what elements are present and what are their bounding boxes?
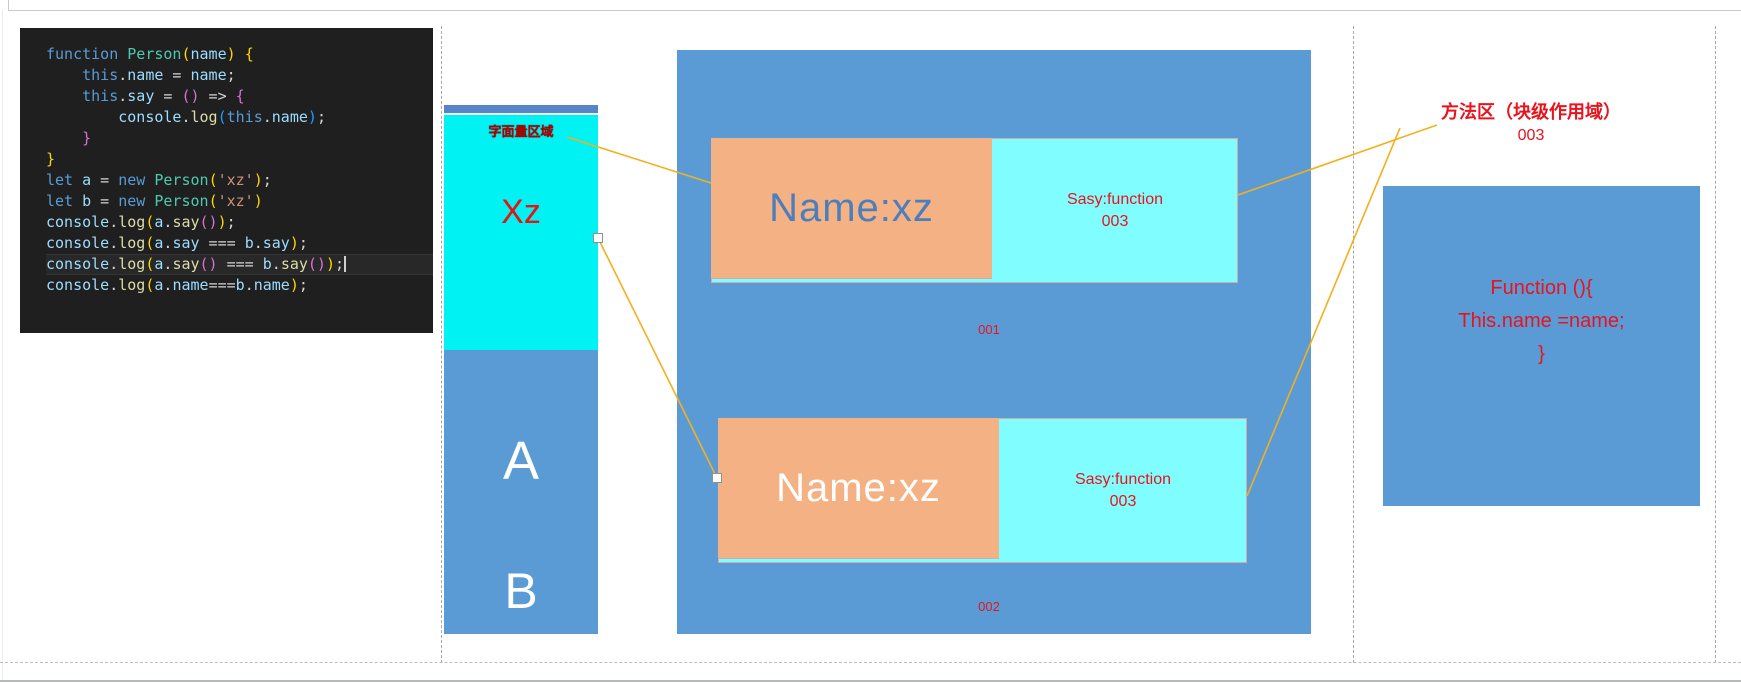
literal-area-body: 字面量区域 Xz	[444, 115, 598, 350]
code-line: console.log(a.say === b.say);	[46, 234, 308, 252]
code-line: let b = new Person('xz')	[46, 192, 263, 210]
literal-area-title-strip	[444, 105, 598, 115]
canvas-left-border	[2, 10, 3, 681]
object1-name-label: Name:xz	[769, 185, 934, 230]
function-definition-shape[interactable]: Function (){ This.name =name; }	[1383, 186, 1700, 506]
code-lines: function Person(name) { this.name = name…	[20, 28, 433, 296]
function-body-line3: }	[1538, 343, 1545, 365]
function-body-line2: This.name =name;	[1458, 310, 1625, 332]
literal-area-shape[interactable]: 字面量区域 Xz A B	[444, 105, 598, 634]
code-line: }	[46, 150, 56, 168]
canvas-corner-tick	[8, 0, 9, 10]
object1-say-text: Sasy:function	[1066, 190, 1164, 208]
code-snippet-panel[interactable]: function Person(name) { this.name = name…	[20, 28, 433, 333]
code-line: console.log(a.name===b.name);	[46, 276, 308, 294]
heap-area-shape[interactable]: Name:xz Sasy:function 003 001 Name:xz Sa…	[677, 50, 1311, 634]
code-line: console.log(this.name);	[118, 108, 326, 126]
page-guide-vertical-2	[1353, 26, 1354, 663]
variables-body: A B	[444, 350, 598, 634]
object2-name-box[interactable]: Name:xz	[718, 418, 999, 559]
code-line: this.say = () => {	[82, 87, 245, 105]
code-line: }	[82, 129, 92, 147]
object1-say-id: 003	[1101, 212, 1129, 230]
object1-tag: 001	[978, 322, 1000, 337]
object1-say-label: Sasy:function 003	[992, 138, 1238, 283]
function-body-line1: Function (){	[1490, 277, 1593, 299]
canvas-bottom-border	[0, 680, 1741, 682]
code-line: console.log(a.say());	[46, 213, 236, 231]
object2-say-id: 003	[1109, 492, 1137, 510]
page-guide-vertical-3	[1715, 26, 1716, 663]
code-line: function Person(name) {	[46, 45, 254, 63]
canvas-top-border	[8, 10, 1741, 11]
object2-say-text: Sasy:function	[1074, 470, 1172, 488]
literal-value-xz: Xz	[501, 193, 541, 231]
literal-area-label: 字面量区域	[488, 124, 554, 139]
object2-say-label: Sasy:function 003	[999, 418, 1247, 563]
code-line: console.log(a.say() === b.say());	[46, 254, 433, 275]
variable-b-label: B	[504, 563, 538, 619]
text-cursor	[344, 256, 347, 272]
variable-a-label: A	[502, 431, 540, 491]
code-line: this.name = name;	[82, 66, 236, 84]
object2-tag: 002	[978, 599, 1000, 614]
method-area-title: 方法区（块级作用域）	[1441, 102, 1621, 122]
page-guide-vertical-1	[441, 26, 442, 663]
object2-name-label: Name:xz	[776, 465, 941, 510]
object1-name-box[interactable]: Name:xz	[711, 138, 992, 279]
method-area-id: 003	[1517, 127, 1545, 144]
method-area-label: 方法区（块级作用域） 003	[1391, 98, 1671, 145]
page-guide-horizontal	[0, 662, 1741, 663]
code-line: let a = new Person('xz');	[46, 171, 272, 189]
